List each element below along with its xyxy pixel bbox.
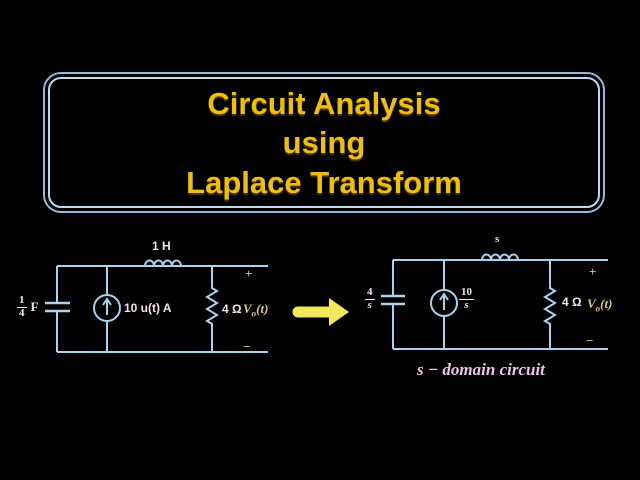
current-source-arrow-icon	[439, 292, 449, 310]
capacitor-unit: F	[30, 299, 39, 315]
current-source-arrow-icon	[102, 297, 112, 315]
inductor-impedance-label: s	[495, 233, 500, 245]
s-domain-caption: s − domain circuit	[417, 360, 545, 379]
transform-arrow-icon	[292, 298, 349, 326]
current-source-symbol	[93, 294, 121, 322]
inductor-symbol	[481, 253, 519, 261]
plus-terminal: +	[589, 264, 597, 279]
current-source-s-label: 10 s	[459, 286, 474, 311]
title-box-inner-border: Circuit Analysis using Laplace Transform	[48, 77, 600, 208]
capacitor-symbol	[381, 294, 405, 306]
title-box: Circuit Analysis using Laplace Transform	[43, 72, 605, 213]
title-line-2: using	[282, 125, 366, 160]
current-source-symbol	[430, 289, 458, 317]
output-voltage-label: Vo(t)	[587, 296, 613, 314]
capacitor-impedance-label: 4 s	[365, 286, 375, 311]
inductor-symbol	[144, 259, 182, 267]
output-voltage-label: Vo(t)	[243, 301, 269, 319]
time-domain-circuit	[45, 259, 268, 353]
inductor-label: 1 H	[152, 239, 171, 253]
capacitor-symbol	[45, 301, 70, 313]
minus-terminal: −	[243, 339, 251, 354]
title-line-1: Circuit Analysis	[207, 85, 441, 121]
s-domain-circuit	[381, 253, 608, 350]
title-line-3: Laplace Transform	[186, 164, 462, 200]
resistor-label: 4 Ω	[222, 302, 242, 316]
capacitor-fraction: 1 4	[17, 294, 27, 319]
resistor-label: 4 Ω	[562, 295, 582, 309]
capacitor-value-label: 1 4 F	[17, 294, 39, 320]
resistor-symbol	[543, 260, 557, 349]
arrow-head	[329, 298, 349, 326]
current-source-label: 10 u(t) A	[124, 301, 172, 315]
minus-terminal: −	[586, 333, 594, 348]
plus-terminal: +	[245, 266, 253, 281]
resistor-symbol	[205, 266, 219, 352]
